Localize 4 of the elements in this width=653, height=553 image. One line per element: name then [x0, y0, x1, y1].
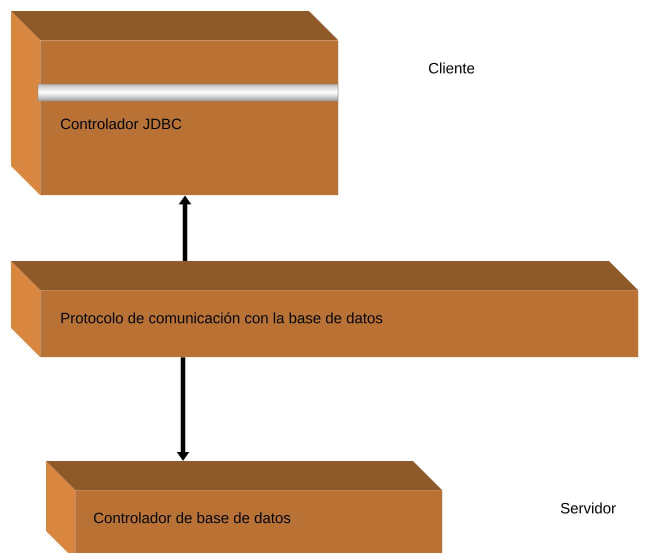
side-label: Cliente — [428, 62, 474, 74]
side-label: Servidor — [560, 502, 616, 514]
block-box: Controlador de base de datos — [46, 460, 442, 553]
block-box: Protocolo de comunicación con la base de datos — [11, 260, 638, 358]
